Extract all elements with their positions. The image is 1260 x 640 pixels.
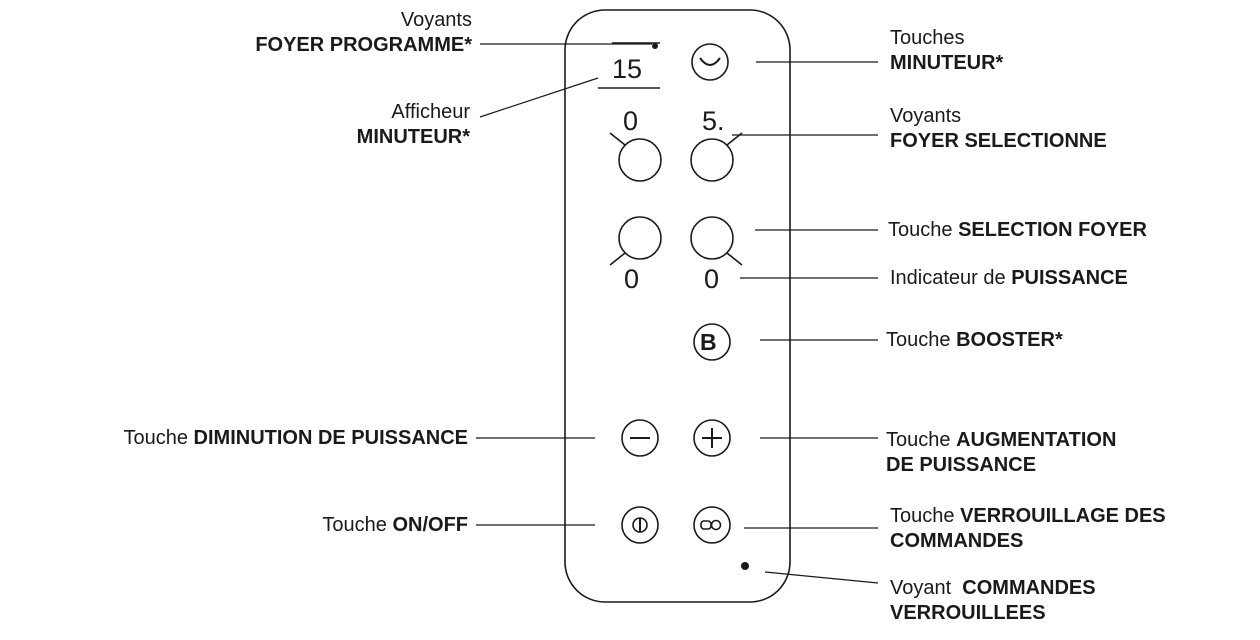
label-foyer-selectionne: Voyants FOYER SELECTIONNE: [890, 105, 1107, 152]
lock-touch-icon: [693, 506, 731, 544]
label-booster: Touche BOOSTER*: [886, 329, 1063, 351]
leader-afficheur: [479, 77, 599, 118]
label-indicateur-puissance: Indicateur de PUISSANCE: [890, 267, 1128, 289]
onoff-touch-icon: [621, 506, 659, 544]
panel-outline: [564, 9, 791, 603]
zone-selector-top-left-icon: [618, 138, 662, 182]
zone-selector-bottom-left-icon: [618, 216, 662, 260]
label-augmentation-puissance: Touche AUGMENTATION DE PUISSANCE: [886, 429, 1117, 476]
label-afficheur-minuteur: Afficheur MINUTEUR*: [356, 101, 470, 148]
booster-touch-icon: [693, 323, 731, 361]
timer-display-value: 15: [612, 54, 643, 84]
label-onoff: Touche ON/OFF: [322, 514, 468, 536]
zone-top-left-digit: 0: [623, 106, 639, 136]
label-selection-foyer: Touche SELECTION FOYER: [888, 219, 1147, 241]
label-diminution-puissance: Touche DIMINUTION DE PUISSANCE: [123, 427, 468, 449]
zone-selector-top-right-icon: [690, 138, 734, 182]
plus-touch-icon: [693, 419, 731, 457]
booster-letter: B: [700, 329, 717, 355]
label-touches-minuteur: Touches MINUTEUR*: [890, 27, 1004, 74]
minuteur-touch-icon: [691, 43, 729, 81]
power-left-digit: 0: [624, 264, 640, 294]
power-right-digit: 0: [704, 264, 720, 294]
minus-touch-icon: [621, 419, 659, 457]
zone-selector-bottom-right-icon: [690, 216, 734, 260]
leader-voyant-commandes: [764, 571, 879, 584]
zone-top-right-digit: 5.: [702, 106, 725, 136]
foyer-programme-dot: [652, 43, 658, 49]
label-verrouillage-commandes: Touche VERROUILLAGE DES COMMANDES: [890, 505, 1166, 552]
key-icon: [700, 519, 722, 531]
label-voyant-commandes-verrouillees: Voyant COMMANDES VERROUILLEES: [890, 577, 1096, 624]
chevron-down-icon: [699, 57, 721, 66]
label-foyer-programme: Voyants FOYER PROGRAMME*: [255, 9, 472, 56]
commandes-verrouillees-led: [741, 562, 749, 570]
